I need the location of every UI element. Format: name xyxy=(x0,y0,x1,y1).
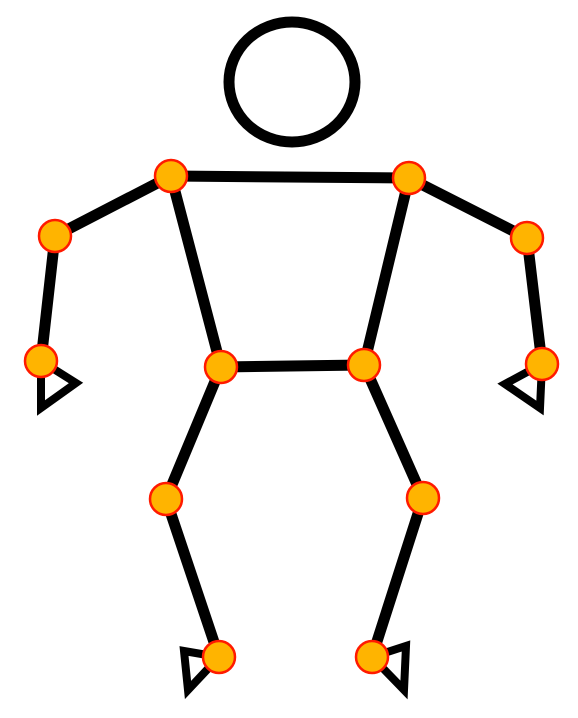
left-hand-triangle xyxy=(37,353,84,416)
right-elbow-joint xyxy=(509,220,545,256)
left-ankle-joint xyxy=(201,639,237,675)
left-elbow-joint xyxy=(37,218,73,254)
left-torso-line xyxy=(165,170,227,373)
right-shoulder-joint xyxy=(391,160,427,196)
right-knee-joint xyxy=(405,480,441,516)
feet xyxy=(179,640,411,700)
skeleton-lines xyxy=(35,170,548,663)
right-forearm xyxy=(521,232,548,370)
head-outline xyxy=(223,16,361,148)
left-upper-arm xyxy=(49,170,177,242)
left-hip-joint xyxy=(203,349,239,385)
hip-line xyxy=(215,359,370,373)
right-hand-triangle xyxy=(497,357,547,416)
right-hip-joint xyxy=(346,347,382,383)
left-knee-joint xyxy=(148,481,184,517)
hands xyxy=(37,353,547,416)
left-forearm xyxy=(35,230,61,367)
joint-markers xyxy=(23,158,560,675)
right-wrist-joint xyxy=(524,346,560,382)
right-torso-line xyxy=(358,172,415,371)
right-ankle-joint xyxy=(354,639,390,675)
left-thigh xyxy=(160,361,227,505)
left-shoulder-joint xyxy=(153,158,189,194)
left-foot-triangle xyxy=(179,646,228,700)
right-thigh xyxy=(358,359,429,504)
left-wrist-joint xyxy=(23,343,59,379)
left-shin xyxy=(160,493,225,663)
right-upper-arm xyxy=(403,172,533,244)
right-shin xyxy=(366,492,429,663)
right-foot-triangle xyxy=(364,640,411,700)
shoulder-line xyxy=(165,170,415,184)
